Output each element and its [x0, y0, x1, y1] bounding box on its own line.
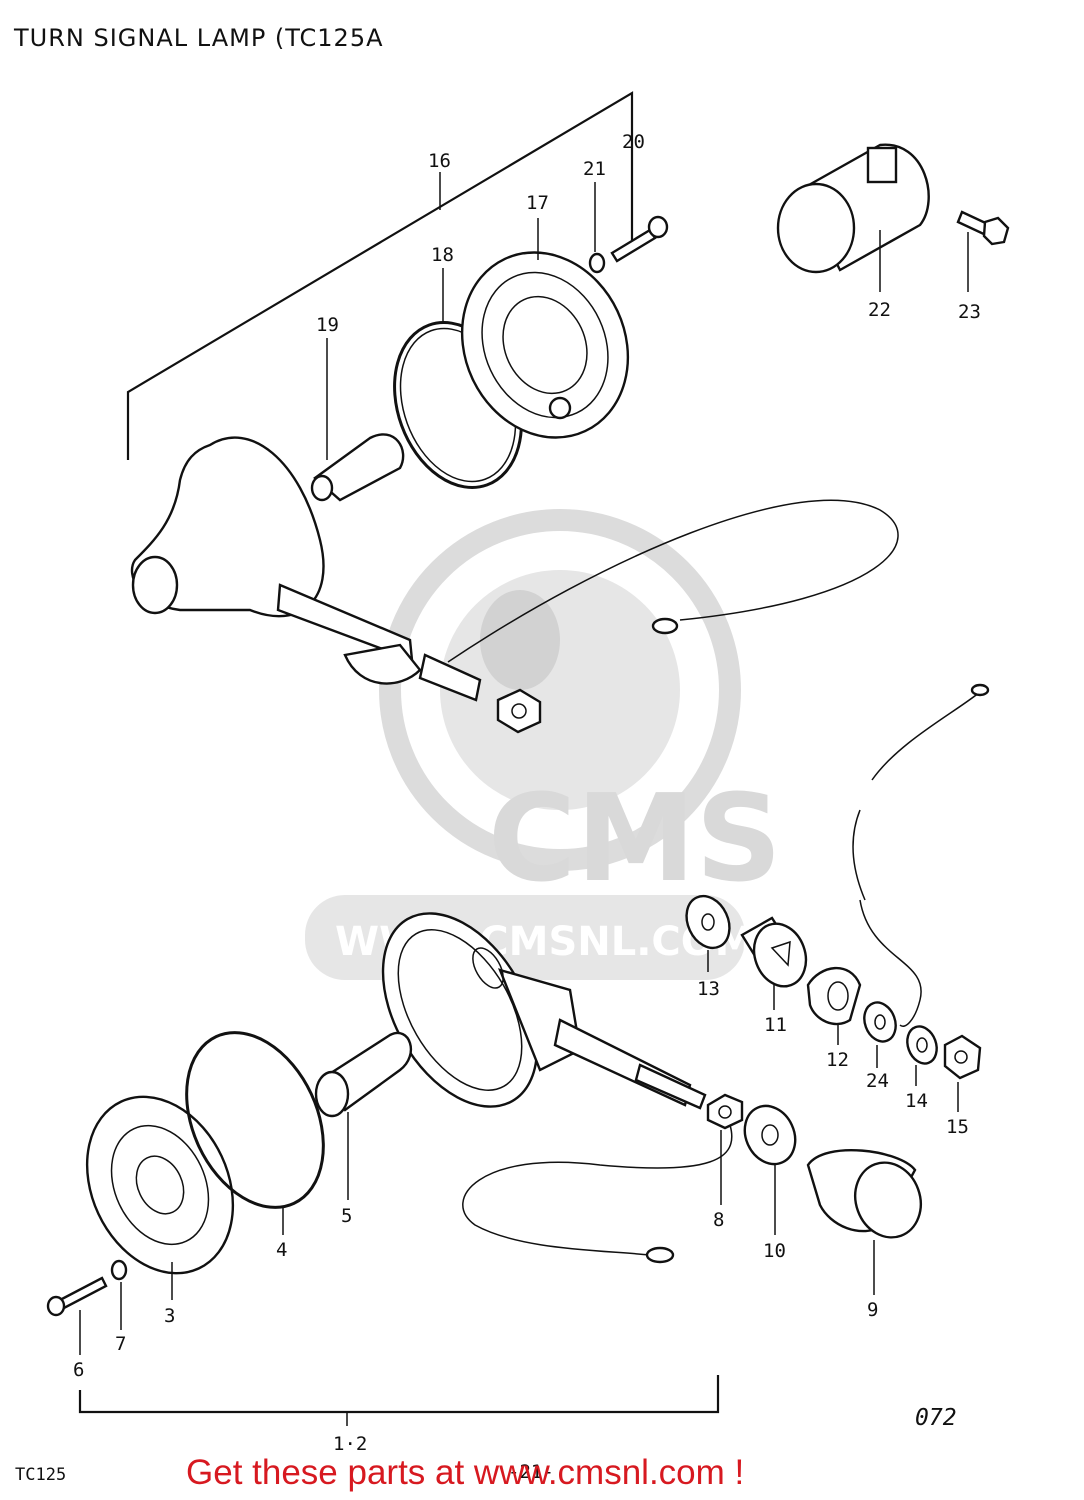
- label-6: 6: [73, 1359, 84, 1381]
- part-15-nut: [943, 1034, 982, 1080]
- part-12-bushing: [806, 966, 862, 1026]
- label-9: 9: [867, 1299, 878, 1321]
- part-5-bulb: [314, 1031, 412, 1118]
- part-14-lockwasher: [906, 1025, 938, 1065]
- label-21: 21: [583, 158, 606, 180]
- label-18: 18: [431, 244, 454, 266]
- label-15: 15: [946, 1116, 969, 1138]
- part-22-relay: [776, 143, 930, 274]
- label-16: 16: [428, 150, 451, 172]
- label-14: 14: [905, 1090, 928, 1112]
- label-20: 20: [622, 131, 645, 153]
- part-21-washer: [588, 252, 606, 274]
- part-10-washer: [743, 1104, 797, 1166]
- part-3-lens: [85, 1095, 235, 1275]
- part-24-washer: [863, 1001, 897, 1043]
- part-11-grommet: [740, 916, 808, 988]
- upper-nut: [496, 688, 542, 734]
- part-6-screw: [46, 1276, 108, 1317]
- upper-lamp-housing: [130, 436, 899, 702]
- label-19: 19: [316, 314, 339, 336]
- label-12: 12: [826, 1049, 849, 1071]
- part-13-washer: [685, 894, 731, 950]
- label-11: 11: [764, 1014, 787, 1036]
- part-4-gasket: [185, 1031, 325, 1209]
- label-4: 4: [276, 1239, 287, 1261]
- leader-lines: [79, 160, 969, 1355]
- part-7-washer: [110, 1259, 128, 1281]
- part-17-lens: [460, 251, 630, 439]
- label-22: 22: [868, 299, 891, 321]
- watermark-brand: CMS: [488, 770, 782, 909]
- promo-link[interactable]: Get these parts at www.cmsnl.com !: [186, 1453, 745, 1492]
- lower-lamp-housing: [381, 683, 990, 1264]
- label-5: 5: [341, 1205, 352, 1227]
- label-10: 10: [763, 1240, 786, 1262]
- model-code: TC125: [15, 1465, 66, 1485]
- label-7: 7: [115, 1333, 126, 1355]
- diagram-code: 072: [915, 1405, 957, 1431]
- label-3: 3: [164, 1305, 175, 1327]
- page-marker: -21-: [508, 1461, 554, 1483]
- part-19-bulb: [310, 433, 405, 502]
- part-23-bolt: [956, 210, 1010, 246]
- label-13: 13: [697, 978, 720, 1000]
- part-8-nut: [706, 1093, 744, 1130]
- label-1-2: 1·2: [333, 1433, 367, 1455]
- label-17: 17: [526, 192, 549, 214]
- part-labels: 1·2 3 4 5 6 7 8 9 10 11 12 13 14 15 16 1…: [73, 131, 981, 1455]
- part-9-cover: [806, 1148, 922, 1239]
- label-24: 24: [866, 1070, 889, 1092]
- part-20-screw: [610, 215, 669, 263]
- bracket-1-2: [78, 1375, 720, 1426]
- label-23: 23: [958, 301, 981, 323]
- page-title: TURN SIGNAL LAMP (TC125A: [14, 24, 384, 52]
- label-8: 8: [713, 1209, 724, 1231]
